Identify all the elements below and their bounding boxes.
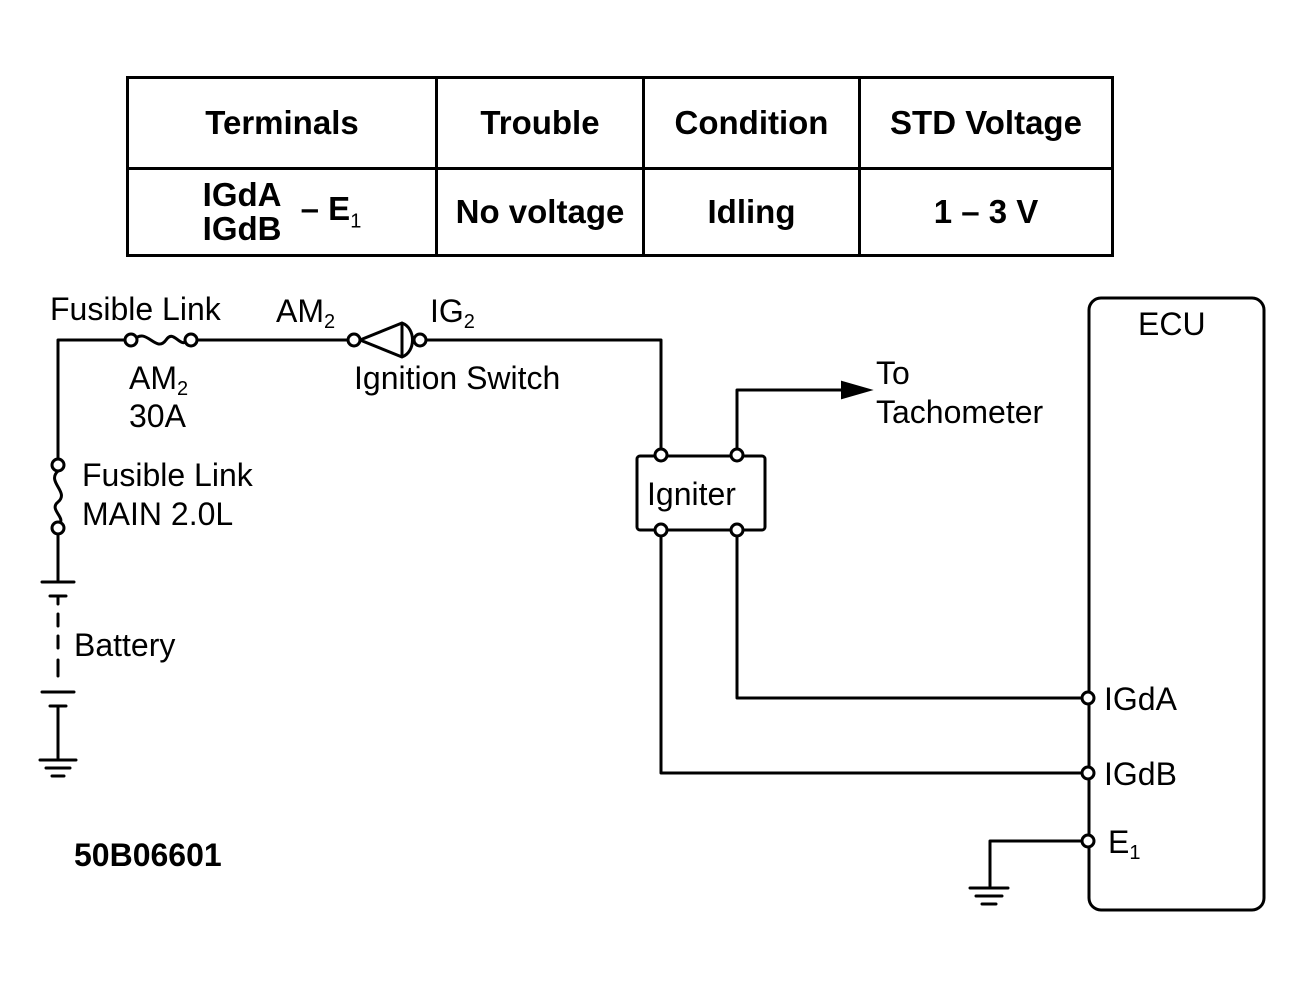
ecu-ground-symbol [968,886,1010,906]
terminal-igdb: IGdB [202,210,282,247]
label-fusible-link-main-2: MAIN 2.0L [82,496,233,532]
label-battery: Battery [74,627,175,663]
terminal-ground-label: – E [300,190,351,228]
cell-trouble: No voltage [435,167,645,257]
terminal-ground: – E1 [301,190,362,234]
terminal-pair: IGdA IGdB [203,178,282,246]
wire-battery-to-am2-fuse [56,338,130,467]
terminal-ground-sub: 1 [350,210,362,233]
label-ig2-sub: 2 [464,311,475,333]
label-am2-fuse-main: AM [129,360,177,396]
ecu-box [1087,296,1266,912]
cell-terminals: IGdA IGdB – E1 [126,167,438,257]
battery-symbol [40,580,76,760]
label-am2-fuse-sub: 2 [177,378,188,400]
cell-std-voltage: 1 – 3 V [858,167,1114,257]
label-ecu: ECU [1138,306,1206,342]
label-am2-fuse: AM2 [129,360,188,400]
spec-table: Terminals Trouble Condition STD Voltage … [126,76,1114,257]
label-fuse-rating: 30A [129,398,187,434]
terminal-fuse-right [183,332,199,348]
label-ignition-switch: Ignition Switch [354,360,560,396]
terminal-igniter-in-left [653,447,669,463]
label-igdb: IGdB [1104,756,1177,792]
terminal-am2-switch [346,332,362,348]
terminal-ig2-switch [412,332,428,348]
label-e1-sub: 1 [1129,842,1140,864]
wire-to-tachometer [735,388,844,451]
wire-e1-to-ground [988,839,1084,888]
label-am2-top-sub: 2 [324,311,335,333]
cell-condition: Idling [642,167,861,257]
label-ig2-main: IG [430,293,464,329]
header-condition: Condition [642,76,861,170]
spec-table-row: IGdA IGdB – E1 No voltage Idling 1 – 3 V [126,167,1114,257]
igniter-box [635,454,767,532]
spec-table-header-row: Terminals Trouble Condition STD Voltage [126,76,1114,170]
label-am2-top-main: AM [276,293,324,329]
fuse-am2-symbol [132,334,190,346]
header-trouble: Trouble [435,76,645,170]
ignition-switch-symbol [358,321,414,359]
terminal-fuse-left [123,332,139,348]
wire-ig2-to-igniter [422,338,663,451]
header-terminals: Terminals [126,76,438,170]
wire-igniter-to-igda [735,534,1084,700]
terminal-igniter-out-left [653,522,669,538]
label-e1: E1 [1108,824,1140,864]
terminal-igniter-in-right [729,447,745,463]
battery-ground-symbol [38,758,78,778]
tachometer-arrow [841,380,874,400]
terminal-ecu-igda [1080,690,1096,706]
terminal-ecu-e1 [1080,833,1096,849]
label-to: To [876,355,910,391]
label-am2-top: AM2 [276,293,335,333]
label-e1-main: E [1108,824,1129,860]
terminal-igda: IGdA [202,176,282,213]
terminal-main-bottom [50,520,66,536]
label-ig2: IG2 [430,293,475,333]
label-tachometer: Tachometer [876,394,1044,430]
terminal-ecu-igdb [1080,765,1096,781]
label-igniter: Igniter [647,476,736,512]
header-std-voltage: STD Voltage [858,76,1114,170]
label-igda: IGdA [1104,681,1178,717]
figure-code: 50B06601 [74,837,222,873]
label-fusible-link-main-1: Fusible Link [82,457,254,493]
label-fusible-link-top: Fusible Link [50,291,222,327]
terminal-igniter-out-right [729,522,745,538]
fuse-main-symbol [53,469,63,527]
wire-igniter-to-igdb [659,534,1084,775]
terminal-main-top [50,457,66,473]
